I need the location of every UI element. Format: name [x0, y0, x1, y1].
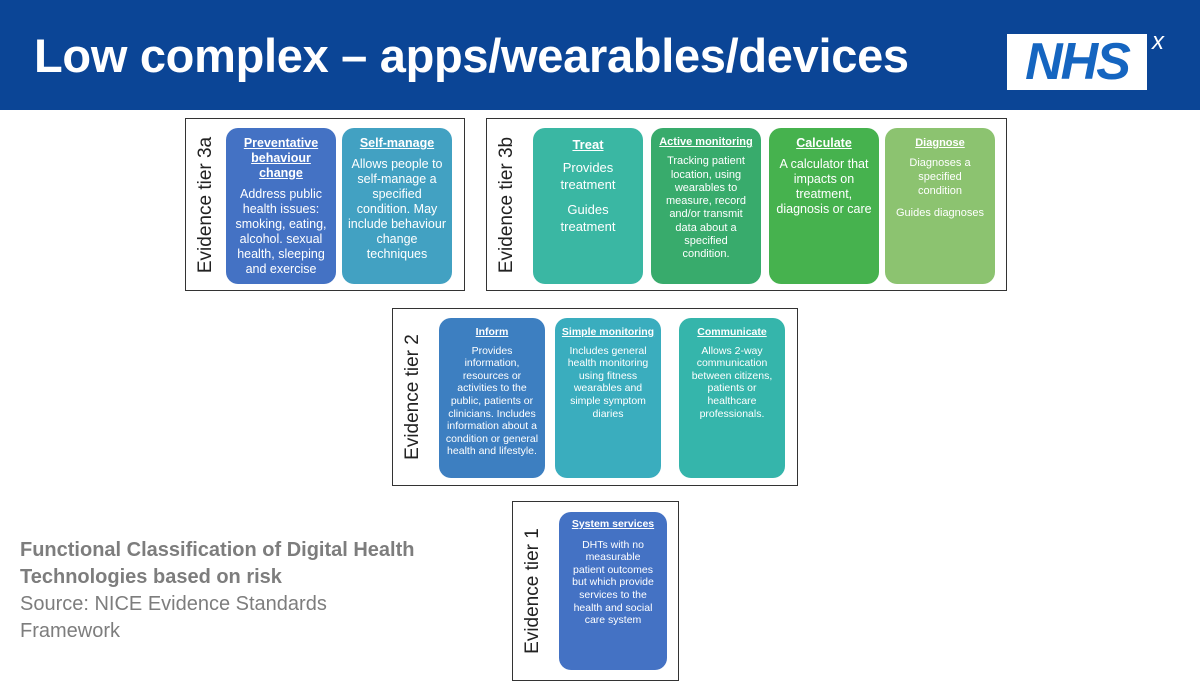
card-active-monitoring: Active monitoring Tracking patient locat…	[651, 128, 761, 284]
tier-1-box: Evidence tier 1 System services DHTs wit…	[512, 501, 679, 681]
caption-source: Source: NICE Evidence Standards Framewor…	[20, 593, 327, 642]
nhs-logo: NHS	[1007, 34, 1147, 90]
tier-2-box: Evidence tier 2 Inform Provides informat…	[392, 308, 798, 486]
header-bar: Low complex – apps/wearables/devices NHS…	[0, 0, 1200, 110]
card-calculate: Calculate A calculator that impacts on t…	[769, 128, 879, 284]
nhs-logo-superscript: x	[1152, 28, 1164, 55]
caption: Functional Classification of Digital Hea…	[20, 537, 420, 645]
tier-3a-label: Evidence tier 3a	[195, 136, 216, 273]
tier-1-label: Evidence tier 1	[522, 528, 543, 654]
card-treat: Treat Provides treatment Guides treatmen…	[533, 128, 643, 284]
card-communicate: Communicate Allows 2-way communication b…	[679, 318, 785, 478]
page-title: Low complex – apps/wearables/devices	[34, 29, 909, 82]
card-self-manage: Self-manage Allows people to self-manage…	[342, 128, 452, 284]
card-inform: Inform Provides information, resources o…	[439, 318, 545, 478]
card-simple-monitoring: Simple monitoring Includes general healt…	[555, 318, 661, 478]
caption-title: Functional Classification of Digital Hea…	[20, 539, 415, 588]
tier-3b-label: Evidence tier 3b	[496, 136, 517, 273]
card-preventative-behaviour-change: Preventative behaviour change Address pu…	[226, 128, 336, 284]
card-system-services: System services DHTs with no measurable …	[559, 512, 667, 670]
card-diagnose: Diagnose Diagnoses a specified condition…	[885, 128, 995, 284]
tier-3b-box: Evidence tier 3b Treat Provides treatmen…	[486, 118, 1007, 291]
tier-3a-box: Evidence tier 3a Preventative behaviour …	[185, 118, 465, 291]
nhs-logo-text: NHS	[1025, 33, 1131, 91]
tier-2-label: Evidence tier 2	[402, 334, 423, 460]
